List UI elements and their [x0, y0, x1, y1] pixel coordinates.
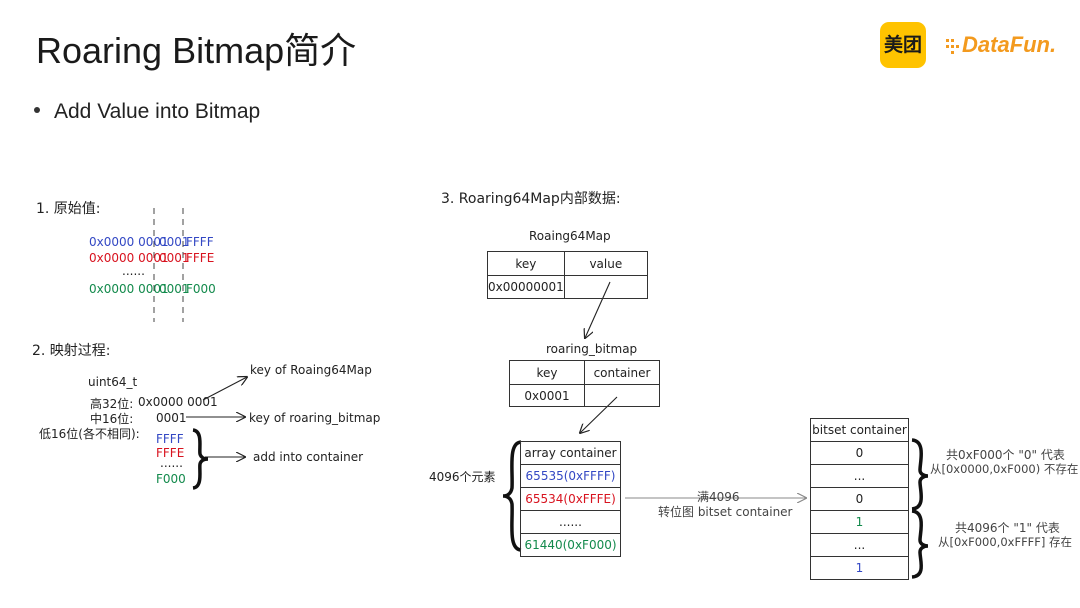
- mid16-value: 0001: [156, 411, 187, 425]
- datafun-dots-icon: [946, 39, 959, 55]
- uint64-label: uint64_t: [88, 375, 138, 389]
- one-note-2: 从[0xF000,0xFFFF] 存在: [938, 535, 1073, 549]
- map-value-cell: [563, 275, 648, 299]
- zero-brace: [911, 438, 929, 511]
- section2-heading: 2. 映射过程:: [32, 343, 111, 359]
- roaring64map-table: key value 0x00000001: [487, 251, 648, 299]
- bitset-item-1: 0: [810, 442, 909, 465]
- map-value-header: value: [563, 251, 648, 276]
- raw-value-1-mid: 0001: [159, 235, 190, 249]
- low16-value-1: FFFF: [156, 432, 184, 446]
- raw-value-2-high: 0x0000 0001: [89, 251, 169, 265]
- map-key-cell: 0x00000001: [487, 275, 565, 299]
- array-item-2: 65534(0xFFFE): [520, 488, 621, 511]
- arrow-high-to-map-key: [202, 377, 247, 401]
- high32-value: 0x0000 0001: [138, 395, 218, 409]
- zero-note-2: 从[0x0000,0xF000) 不存在: [930, 462, 1079, 476]
- bitset-item-4: 1: [810, 511, 909, 534]
- rb-key-cell: 0x0001: [509, 384, 585, 407]
- bitset-container-header: bitset container: [810, 418, 909, 442]
- mid16-label: 中16位:: [90, 412, 134, 426]
- section3-heading: 3. Roaring64Map内部数据:: [441, 191, 621, 207]
- array-item-ellipsis: ......: [520, 511, 621, 534]
- raw-value-3-mid: 0001: [159, 282, 190, 296]
- bullet-dot: [34, 107, 40, 114]
- array-item-1: 65535(0xFFFF): [520, 465, 621, 488]
- raw-value-1-low: FFFF: [186, 235, 214, 249]
- datafun-logo: DataFun.: [946, 32, 1056, 58]
- meituan-logo: 美团: [880, 22, 926, 68]
- arrow-label-container: add into container: [253, 450, 364, 464]
- bitset-item-6: 1: [810, 557, 909, 580]
- low16-ellipsis: ......: [160, 456, 183, 470]
- bullet-text: Add Value into Bitmap: [54, 100, 261, 123]
- map-key-header: key: [487, 251, 565, 276]
- low-bits-brace: [192, 428, 209, 490]
- array-brace: [502, 440, 522, 552]
- page-title: Roaring Bitmap简介: [36, 30, 357, 71]
- datafun-logo-text: DataFun.: [962, 32, 1057, 57]
- convert-label-2: 转位图 bitset container: [658, 505, 793, 519]
- raw-value-2-mid: 0001: [159, 251, 190, 265]
- arrow-label-map-key: key of Roaing64Map: [250, 363, 372, 377]
- raw-value-2-low: FFFE: [186, 251, 215, 265]
- raw-value-ellipsis: ......: [122, 264, 145, 278]
- arrow-label-rb-key: key of roaring_bitmap: [249, 411, 381, 425]
- rb-container-cell: [584, 384, 660, 407]
- bitset-item-3: 0: [810, 488, 909, 511]
- roaring-bitmap-table: key container 0x0001: [509, 360, 660, 407]
- roaring-bitmap-title: roaring_bitmap: [546, 342, 638, 356]
- low16-label: 低16位(各不相同):: [39, 427, 140, 441]
- raw-value-3-high: 0x0000 0001: [89, 282, 169, 296]
- zero-note-1: 共0xF000个 "0" 代表: [946, 448, 1065, 462]
- section1-heading: 1. 原始值:: [36, 201, 101, 217]
- bitset-item-2: ...: [810, 465, 909, 488]
- one-note-1: 共4096个 "1" 代表: [955, 521, 1060, 535]
- rb-key-header: key: [509, 360, 585, 385]
- low16-value-3: F000: [156, 472, 186, 486]
- roaring64map-title: Roaing64Map: [529, 229, 611, 243]
- high32-label: 高32位:: [90, 397, 134, 411]
- one-brace: [911, 509, 929, 579]
- convert-label-1: 满4096: [697, 490, 740, 504]
- bitset-container-stack: bitset container 0 ... 0 1 ... 1: [810, 418, 909, 580]
- bitset-item-5: ...: [810, 534, 909, 557]
- raw-value-1-high: 0x0000 0001: [89, 235, 169, 249]
- bullet-point: Add Value into Bitmap: [34, 100, 260, 124]
- raw-value-3-low: F000: [186, 282, 216, 296]
- array-count-label: 4096个元素: [429, 470, 496, 484]
- rb-container-header: container: [584, 360, 660, 385]
- array-container-stack: array container 65535(0xFFFF) 65534(0xFF…: [520, 441, 621, 557]
- array-item-3: 61440(0xF000): [520, 534, 621, 557]
- array-container-header: array container: [520, 441, 621, 465]
- low16-value-2: FFFE: [156, 446, 185, 460]
